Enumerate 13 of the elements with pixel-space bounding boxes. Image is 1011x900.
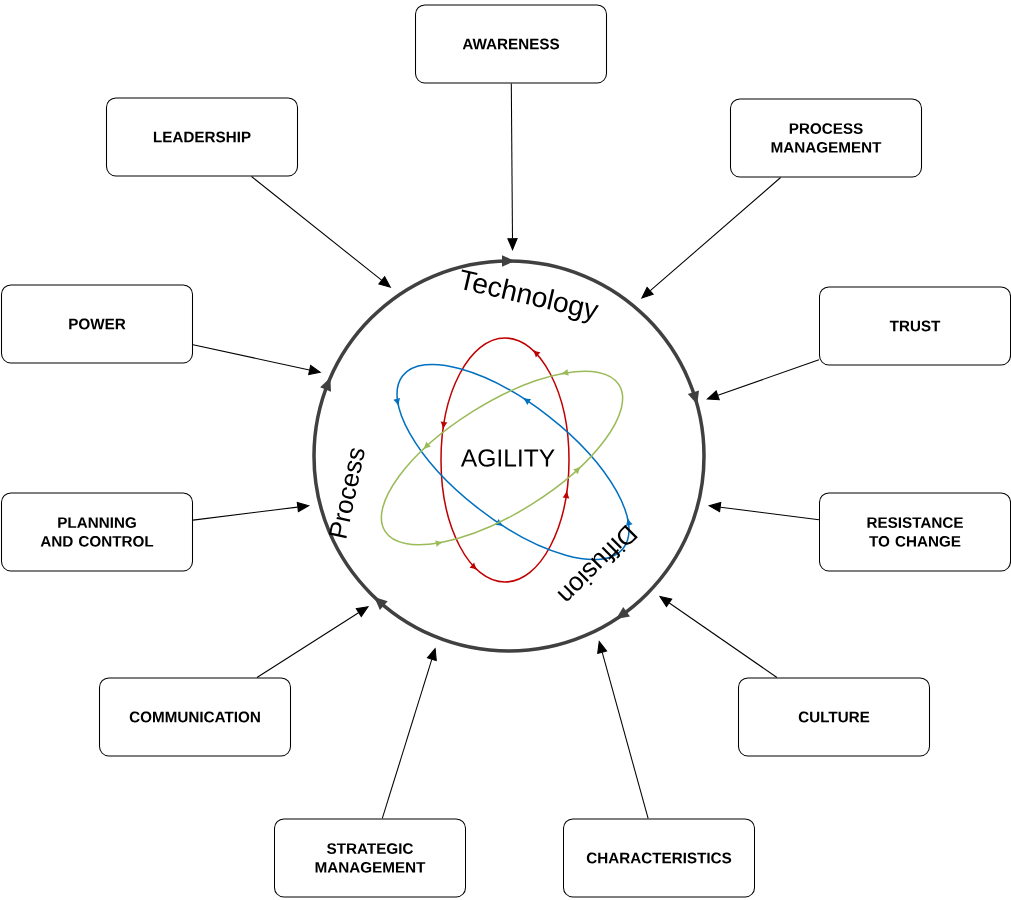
factor-box: CHARACTERISTICS (563, 818, 756, 898)
factor-box: RESISTANCE TO CHANGE (819, 492, 1011, 572)
factor-box: PROCESS MANAGEMENT (729, 98, 923, 178)
factor-box: CULTURE (738, 677, 931, 757)
arrow (507, 83, 518, 251)
factor-box: STRATEGIC MANAGEMENT (274, 818, 467, 898)
factor-box: TRUST (819, 286, 1011, 366)
arrow (706, 359, 820, 401)
factor-box: AWARENESS (415, 4, 608, 84)
factor-box: COMMUNICATION (99, 677, 292, 757)
factor-box: PLANNING AND CONTROL (1, 492, 194, 572)
factor-box: LEADERSHIP (105, 97, 299, 177)
factor-box: POWER (1, 284, 194, 364)
